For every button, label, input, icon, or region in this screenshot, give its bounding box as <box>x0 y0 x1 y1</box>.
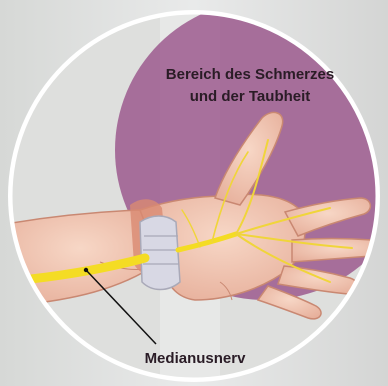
pain-area-label-line2: und der Taubheit <box>190 88 311 105</box>
carpal-ligament-icon <box>140 216 180 290</box>
pain-area-label-line1: Bereich des Schmerzes <box>166 66 334 83</box>
nerve-label: Medianusnerv <box>145 350 247 367</box>
